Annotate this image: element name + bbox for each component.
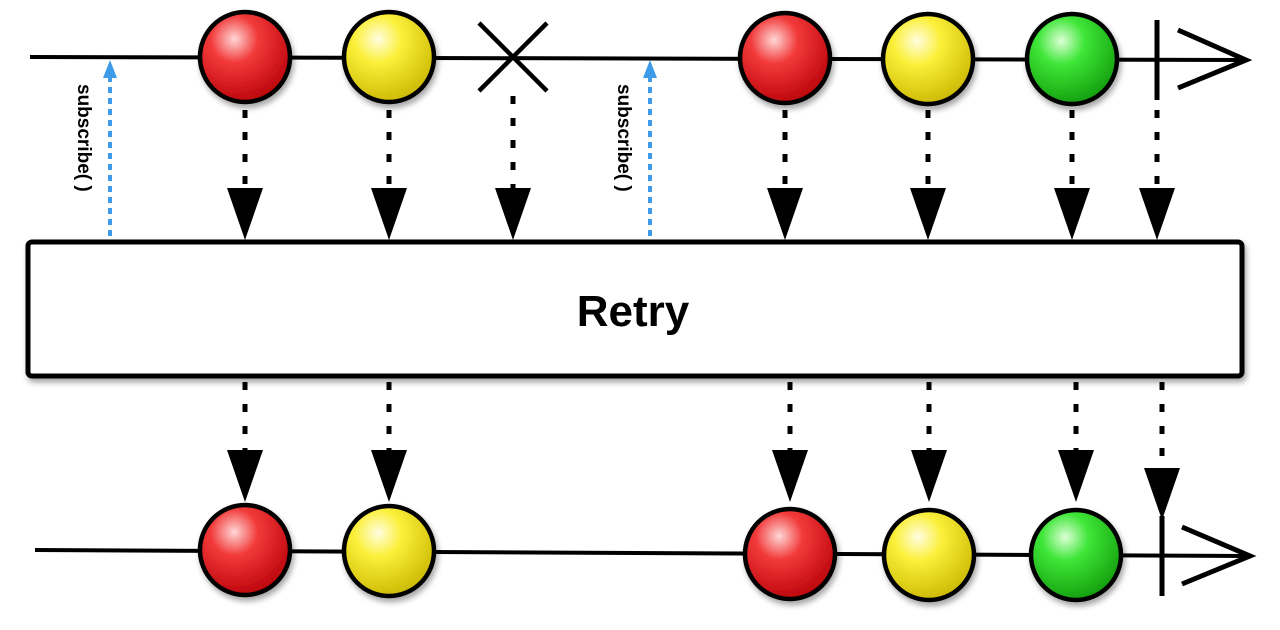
yellow-marble (881, 507, 977, 603)
result-timeline-arrowhead (1181, 524, 1257, 587)
dashed-arrow (772, 382, 808, 502)
source-events (197, 9, 1160, 107)
result-events (197, 502, 1165, 603)
dashed-arrow (227, 110, 263, 240)
operator-to-result-arrows (227, 382, 1180, 520)
subscribe-arrow-head (103, 60, 117, 78)
retry-operator-label: Retry (577, 287, 690, 336)
dashed-arrow (1144, 382, 1180, 520)
dashed-arrow (371, 382, 407, 502)
dashed-arrow (1058, 382, 1094, 502)
retry-operator: Retry (25, 239, 1245, 379)
red-marble (737, 10, 833, 106)
yellow-marble (880, 11, 976, 107)
green-marble (1024, 11, 1120, 107)
subscribe-marker-1: subscribe( ) (73, 60, 117, 236)
yellow-marble (341, 9, 437, 105)
dashed-arrow (227, 382, 263, 502)
red-marble (742, 506, 838, 602)
subscribe-label: subscribe( ) (73, 84, 94, 192)
subscribe-arrow-head (643, 60, 657, 78)
red-marble (197, 502, 293, 598)
source-to-operator-arrows (227, 96, 1175, 240)
retry-operator-box (25, 239, 1245, 379)
red-marble (197, 9, 293, 105)
green-marble (1028, 507, 1124, 603)
error-marker (477, 21, 549, 93)
dashed-arrow (495, 96, 531, 240)
dashed-arrow (767, 110, 803, 240)
dashed-arrow (1139, 110, 1175, 240)
dashed-arrow (1054, 110, 1090, 240)
subscribe-label: subscribe( ) (613, 84, 634, 192)
subscribe-marker-2: subscribe( ) (613, 60, 657, 236)
source-timeline-arrowhead (1176, 27, 1253, 91)
dashed-arrow (371, 110, 407, 240)
dashed-arrow (911, 382, 947, 502)
dashed-arrow (910, 110, 946, 240)
yellow-marble (341, 503, 437, 599)
